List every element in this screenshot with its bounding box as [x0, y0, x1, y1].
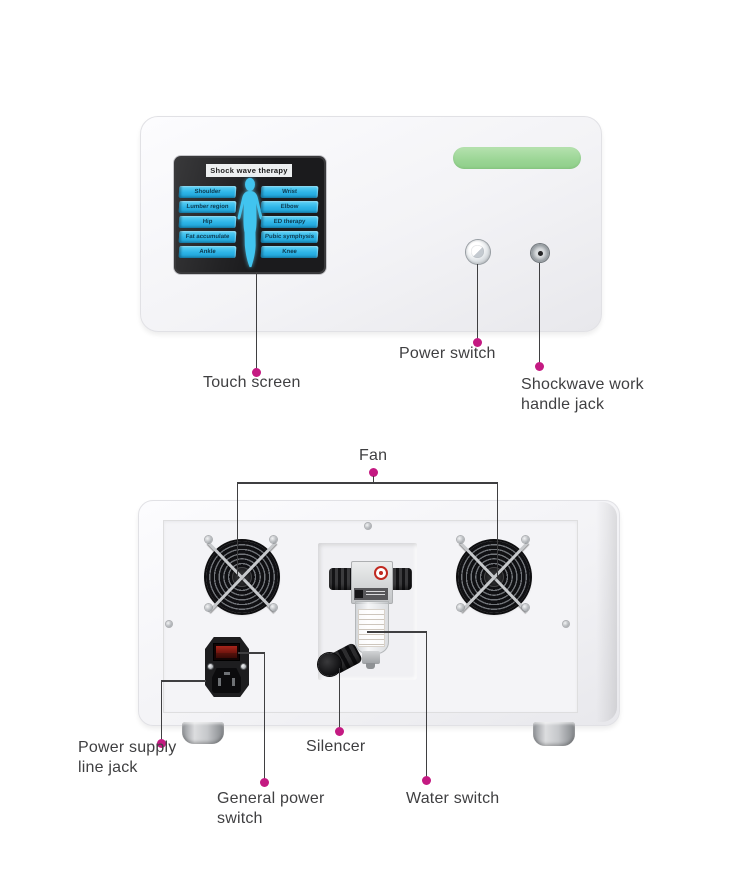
leader-dot	[368, 467, 378, 477]
leader-line	[160, 680, 162, 743]
leader-line	[238, 652, 265, 654]
drain-tip	[366, 663, 375, 669]
screen-button: Shoulder	[178, 186, 237, 198]
jack-slot	[232, 678, 235, 686]
leader-line	[161, 680, 206, 682]
leader-dot	[156, 738, 166, 748]
label-handle-jack: Shockwave work handle jack	[521, 375, 644, 415]
handle-jack-port	[531, 244, 549, 262]
screen-button: Hip	[178, 216, 237, 228]
general-power-switch	[213, 643, 240, 661]
label-silencer: Silencer	[306, 738, 366, 755]
screen-button: Fat accumulate	[178, 231, 237, 243]
screen-button: Wrist	[260, 186, 319, 198]
device-foot	[182, 722, 224, 744]
label-power-supply-jack: Power supply line jack	[78, 738, 176, 778]
leader-line	[263, 652, 265, 782]
label-general-power-line1: General power	[217, 790, 325, 807]
screw-icon	[522, 604, 529, 611]
leader-dot	[472, 337, 482, 347]
label-general-power-switch: General power switch	[217, 789, 325, 829]
screw-icon	[241, 664, 246, 669]
screw-icon	[205, 604, 212, 611]
leader-line	[367, 631, 427, 633]
screw-icon	[365, 523, 371, 529]
leader-line	[496, 482, 498, 577]
device-foot	[533, 722, 575, 746]
label-fan: Fan	[359, 447, 388, 464]
label-general-power-line2: switch	[217, 810, 263, 827]
indicator-strip	[453, 147, 581, 169]
leader-line	[237, 482, 497, 484]
leader-dot	[259, 777, 269, 787]
leader-line	[236, 482, 238, 577]
leader-line	[255, 272, 257, 372]
label-power-switch: Power switch	[399, 345, 496, 362]
filter-label-band	[354, 588, 388, 600]
hose-fitting-left	[329, 568, 354, 590]
screen-button: Pubic symphysis	[260, 231, 319, 243]
hose-fitting-right	[387, 568, 412, 590]
leader-dot	[334, 726, 344, 736]
leader-line	[425, 631, 427, 780]
label-power-supply-line1: Power supply	[78, 739, 177, 756]
screen-button: Elbow	[260, 201, 319, 213]
jack-hole	[537, 250, 543, 256]
screen-button: Knee	[260, 246, 319, 258]
screw-icon	[457, 536, 464, 543]
power-switch-cap	[471, 245, 484, 258]
screw-icon	[270, 604, 277, 611]
screw-icon	[270, 536, 277, 543]
jack-slot	[218, 678, 221, 686]
screw-icon	[457, 604, 464, 611]
power-supply-jack	[212, 668, 241, 693]
screw-icon	[205, 536, 212, 543]
filter-badge-icon	[374, 566, 388, 580]
label-water-switch: Water switch	[406, 790, 500, 807]
label-power-supply-line2: line jack	[78, 759, 138, 776]
label-handle-jack-line2: handle jack	[521, 396, 605, 413]
leader-line	[372, 476, 374, 483]
screw-icon	[208, 664, 213, 669]
side-face-shading	[596, 502, 617, 722]
screen-button: Ankle	[178, 246, 237, 258]
screen-button: Lumber region	[178, 201, 237, 213]
jack-slot	[224, 672, 230, 675]
water-switch-valve	[362, 651, 380, 664]
leader-line	[476, 264, 478, 342]
leader-dot	[251, 367, 261, 377]
leader-line	[338, 668, 340, 731]
touch-screen: Shock wave therapy Shoulder Lumber regio…	[176, 158, 324, 272]
leader-line	[538, 263, 540, 366]
leader-dot	[534, 361, 544, 371]
screw-icon	[166, 621, 172, 627]
screw-icon	[563, 621, 569, 627]
human-figure-icon	[237, 177, 263, 268]
leader-dot	[421, 775, 431, 785]
power-switch-button	[466, 240, 490, 264]
silencer-cap	[318, 653, 341, 676]
label-touch-screen: Touch screen	[203, 374, 301, 391]
screw-icon	[522, 536, 529, 543]
screen-button: ED therapy	[260, 216, 319, 228]
label-handle-jack-line1: Shockwave work	[521, 376, 644, 393]
filter-bowl-label	[358, 609, 385, 647]
